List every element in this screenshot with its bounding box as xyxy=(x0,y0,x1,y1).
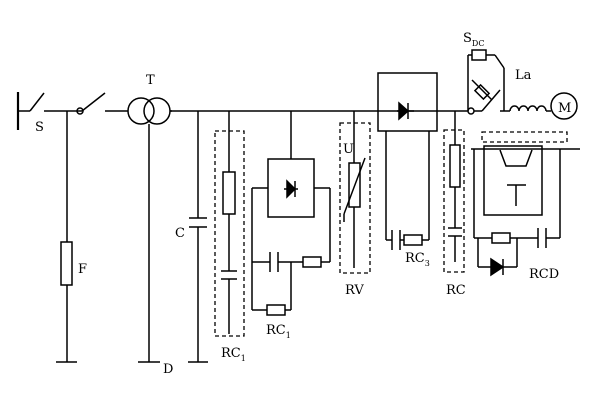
ground-d-label: D xyxy=(163,362,173,377)
rv-label: RV xyxy=(345,283,364,298)
motor-m-label: M xyxy=(558,101,571,116)
rcd-module xyxy=(471,131,580,277)
sdc-label: SDC xyxy=(463,31,484,48)
rc-snubber xyxy=(443,111,465,273)
switch-s-label: S xyxy=(35,120,44,135)
rc1-left-label: RC1 xyxy=(221,346,246,363)
rcd-label: RCD xyxy=(529,267,559,282)
capacitor-c-label: C xyxy=(175,226,185,241)
switch-s xyxy=(16,92,84,130)
capacitor-c xyxy=(188,111,208,363)
rc1-left-snubber xyxy=(214,111,245,337)
varistor-u-label: U xyxy=(343,142,354,157)
bridge-rc1-block xyxy=(251,111,331,316)
transformer-t-label: T xyxy=(146,73,155,88)
la-label: La xyxy=(515,68,532,83)
varistor-rv xyxy=(339,111,371,274)
ground-d xyxy=(138,124,160,363)
fuse-f-label: F xyxy=(78,262,87,277)
rc1-mid-label: RC1 xyxy=(266,323,291,340)
fuse-f xyxy=(56,111,77,363)
transformer-t xyxy=(127,97,172,125)
rc3-bridge-block xyxy=(377,72,438,250)
rc-label: RC xyxy=(446,283,466,298)
sdc-switch-la-motor xyxy=(467,49,578,120)
switch-two xyxy=(80,92,128,112)
rc3-label: RC3 xyxy=(405,251,430,268)
